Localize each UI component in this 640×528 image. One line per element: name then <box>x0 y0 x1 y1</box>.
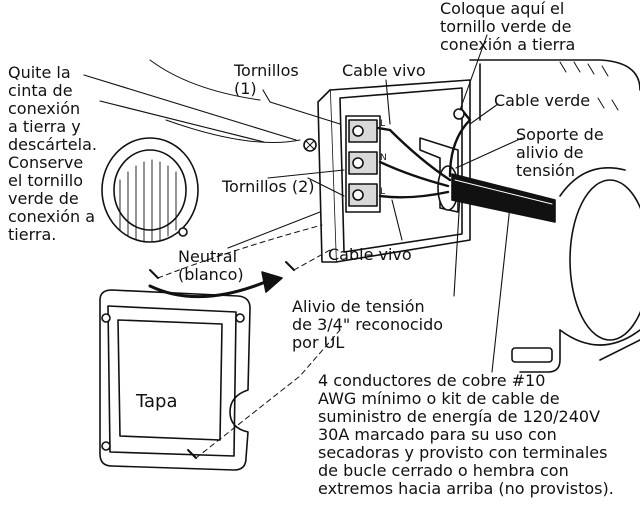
label-remove-tape: Quite la cinta de conexión a tierra y de… <box>8 63 97 244</box>
terminal-letter-2: N <box>380 153 387 163</box>
label-hot-wire-bottom: Cable vivo <box>328 245 412 264</box>
wire-neutral <box>378 160 450 188</box>
label-cover: Tapa <box>136 391 178 412</box>
vent-collar <box>101 137 199 243</box>
label-ground-screw-place: Coloque aquí el tornillo verde de conexi… <box>440 0 576 54</box>
label-strain-relief-ul: Alivio de tensión de 3/4" reconocido por… <box>292 297 444 352</box>
cover-plate <box>99 289 251 471</box>
label-hot-wire-top: Cable vivo <box>342 61 426 80</box>
wire-hot-bottom <box>378 190 450 199</box>
label-screws-1: Tornillos (1) <box>234 61 299 98</box>
dryer-round-panel <box>569 179 640 341</box>
wire-green <box>448 108 472 178</box>
dryer-cabinet <box>469 59 640 373</box>
terminal-letter-1: L <box>380 119 385 129</box>
label-strain-relief-bracket: Soporte de alivio de tensión <box>516 125 604 180</box>
label-screws-2: Tornillos (2) <box>222 177 315 196</box>
label-conductors: 4 conductores de cobre #10 AWG mínimo o … <box>318 371 614 498</box>
wire-hot-top <box>376 126 452 182</box>
ground-screw <box>453 108 465 120</box>
label-neutral: Neutral (blanco) <box>178 247 244 284</box>
terminal-letter-3: L <box>380 187 385 197</box>
install-arrow <box>148 278 272 299</box>
label-green-wire: Cable verde <box>494 91 591 110</box>
